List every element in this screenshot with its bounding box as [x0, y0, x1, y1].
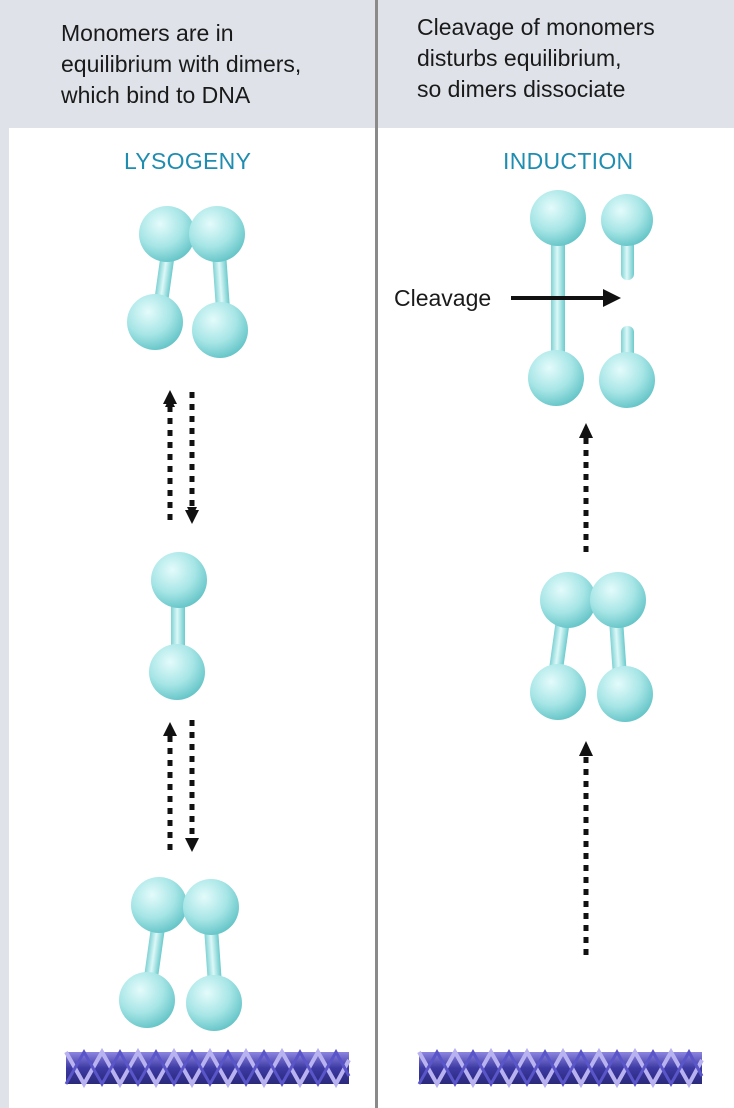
equilibrium-arrows-upper	[163, 390, 199, 524]
left-header-text: Monomers are in equilibrium with dimers,…	[61, 20, 302, 108]
induction-title: INDUCTION	[503, 148, 634, 174]
diagram-art	[64, 190, 704, 1089]
lysogeny-title: LYSOGENY	[124, 148, 252, 174]
cleavage-arrow	[511, 289, 621, 307]
dna-helix-left	[64, 1047, 351, 1089]
figure: Monomers are in equilibrium with dimers,…	[9, 0, 734, 1108]
left-header-panel: Monomers are in equilibrium with dimers,…	[9, 0, 375, 128]
panel-divider	[375, 0, 378, 1108]
induction-cleaved-dimer	[528, 190, 655, 408]
lysogeny-dimer-bound	[119, 877, 242, 1031]
dissociation-arrow-upper	[579, 423, 593, 552]
induction-dimer	[530, 572, 653, 722]
right-header-panel: Cleavage of monomers disturbs equilibriu…	[378, 0, 734, 128]
right-header-text: Cleavage of monomers disturbs equilibriu…	[417, 14, 655, 102]
lysogeny-dimer-top	[127, 206, 248, 358]
lysogeny-monomer	[149, 552, 207, 700]
cleavage-label: Cleavage	[394, 285, 492, 311]
dissociation-arrow-lower	[579, 741, 593, 955]
equilibrium-arrows-lower	[163, 720, 199, 852]
dna-helix-right	[417, 1047, 704, 1089]
